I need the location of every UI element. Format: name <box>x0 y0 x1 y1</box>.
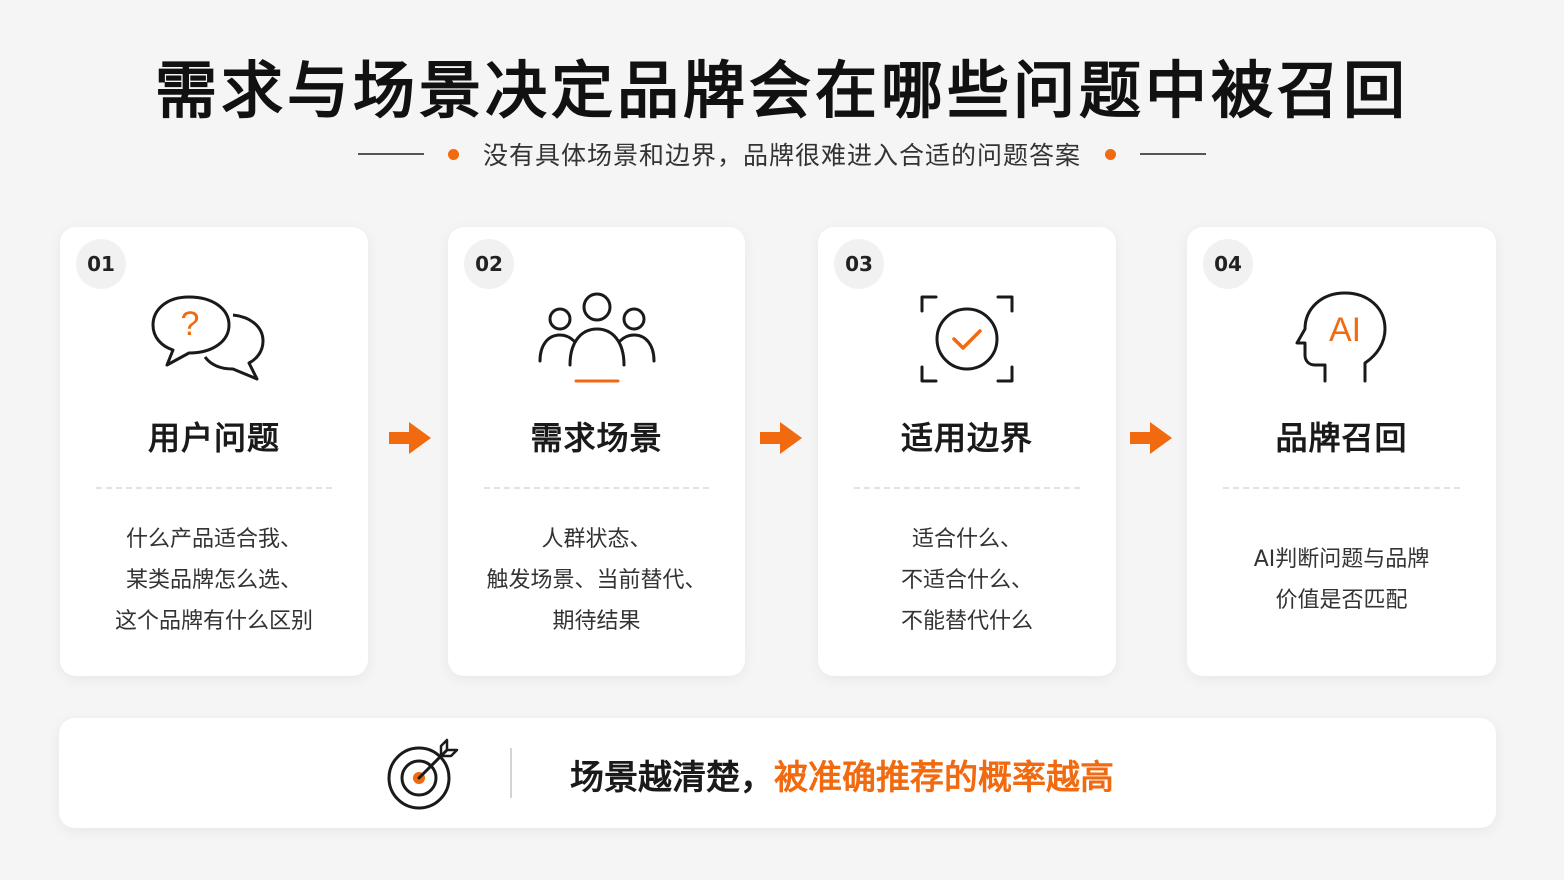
desc-line: 人群状态、 <box>541 527 652 552</box>
people-group-icon <box>538 292 655 383</box>
subtitle-row: 没有具体场景和边界，品牌很难进入合适的问题答案 <box>0 134 1564 174</box>
left-dot <box>447 148 459 160</box>
page-subtitle: 没有具体场景和边界，品牌很难进入合适的问题答案 <box>482 141 1081 170</box>
desc-line: 什么产品适合我、 <box>125 527 302 552</box>
desc-line: 不能替代什么 <box>900 609 1033 634</box>
step-title: 需求场景 <box>530 419 663 457</box>
question-chat-icon: ? <box>151 295 265 381</box>
step-description: 适合什么、 不适合什么、 不能替代什么 <box>818 519 1116 642</box>
conclusion-text: 场景越清楚，被准确推荐的概率越高 <box>570 750 1114 799</box>
desc-line: 适合什么、 <box>911 527 1022 552</box>
desc-line: AI判断问题与品牌 <box>1253 547 1430 572</box>
step-number: 02 <box>464 239 514 289</box>
scan-check-icon <box>920 295 1014 383</box>
desc-line: 期待结果 <box>552 609 641 634</box>
vertical-divider <box>510 748 512 798</box>
desc-line: 价值是否匹配 <box>1275 588 1408 613</box>
conclusion-highlight: 被准确推荐的概率越高 <box>774 758 1114 798</box>
step-card-user-question: 01 ? 用户问题 什么产品适合我、 某类品牌怎么选、 这个品牌有什么区别 <box>60 227 368 676</box>
desc-line: 这个品牌有什么区别 <box>114 609 313 634</box>
dashed-divider <box>96 487 332 489</box>
step-number: 01 <box>76 239 126 289</box>
step-card-demand-scene: 02 需求场景 人群状态、 触发场景、当前替代、 期待结果 <box>448 227 745 676</box>
arrow-right-icon <box>389 422 431 454</box>
desc-line: 某类品牌怎么选、 <box>125 568 302 593</box>
svg-text:?: ? <box>181 305 200 343</box>
step-number: 03 <box>834 239 884 289</box>
step-number: 04 <box>1203 239 1253 289</box>
target-icon <box>387 738 459 810</box>
arrow-right-icon <box>760 422 802 454</box>
right-rule <box>1140 153 1206 155</box>
desc-line: 不适合什么、 <box>900 568 1033 593</box>
step-description: AI判断问题与品牌 价值是否匹配 <box>1187 539 1496 621</box>
conclusion-plain: 场景越清楚， <box>570 758 774 798</box>
step-title: 用户问题 <box>147 419 280 457</box>
step-card-boundary: 03 适用边界 适合什么、 不适合什么、 不能替代什么 <box>818 227 1116 676</box>
right-dot <box>1105 148 1116 160</box>
left-rule <box>357 153 424 155</box>
conclusion-banner: 场景越清楚，被准确推荐的概率越高 <box>59 718 1496 828</box>
step-description: 什么产品适合我、 某类品牌怎么选、 这个品牌有什么区别 <box>60 519 368 642</box>
step-title: 品牌召回 <box>1275 419 1408 457</box>
page-title: 需求与场景决定品牌会在哪些问题中被召回 <box>154 54 1409 127</box>
dashed-divider <box>484 487 709 489</box>
dashed-divider <box>854 487 1080 489</box>
dashed-divider <box>1223 487 1460 489</box>
ai-head-icon: AI <box>1295 291 1386 383</box>
step-description: 人群状态、 触发场景、当前替代、 期待结果 <box>448 519 745 642</box>
desc-line: 触发场景、当前替代、 <box>486 568 707 593</box>
step-card-brand-recall: 04 AI 品牌召回 AI判断问题与品牌 价值是否匹配 <box>1187 227 1496 676</box>
arrow-right-icon <box>1130 422 1172 454</box>
step-title: 适用边界 <box>900 419 1033 457</box>
svg-text:AI: AI <box>1328 311 1360 349</box>
